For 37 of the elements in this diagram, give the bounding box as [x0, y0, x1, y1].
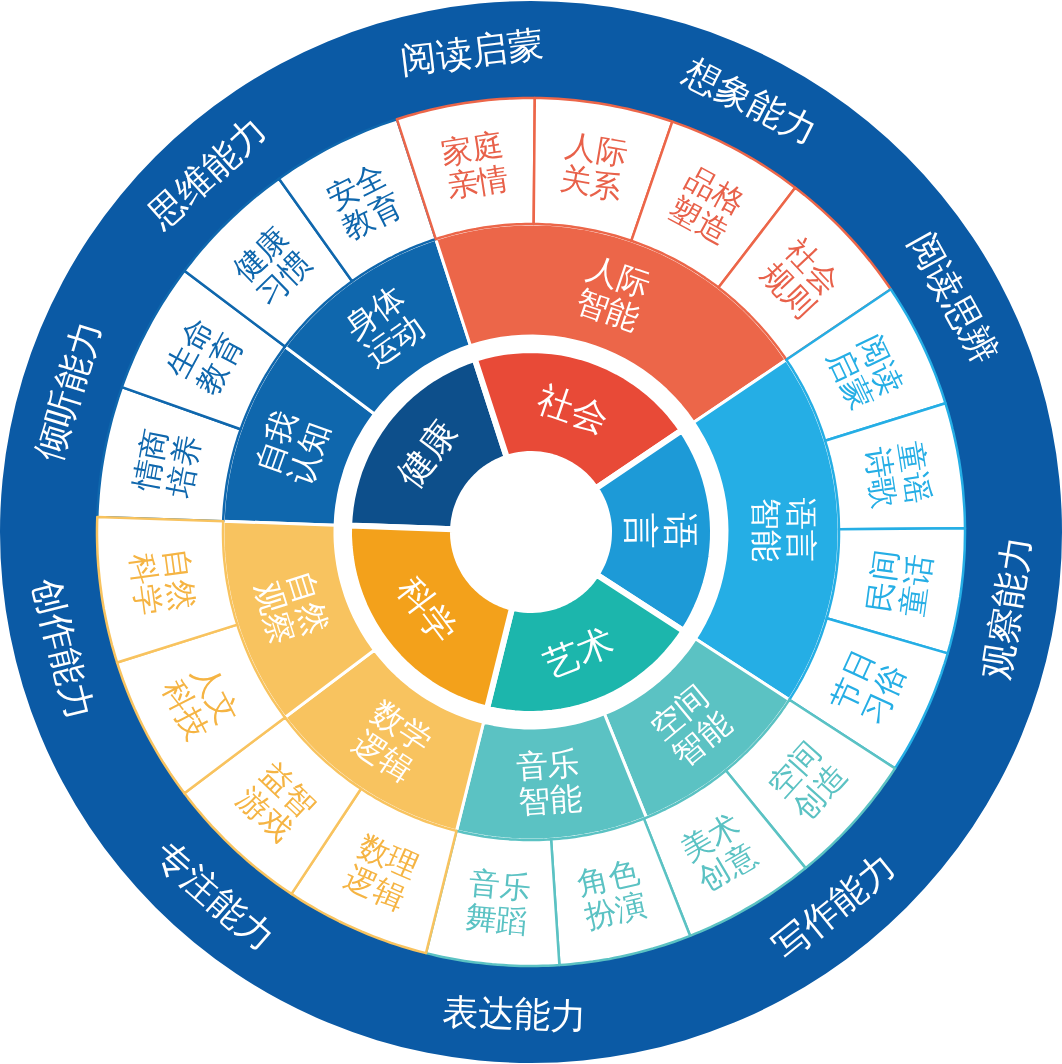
segment-label: 自然观察	[247, 565, 335, 650]
segment-label: 生命教育	[159, 312, 250, 401]
segment-label: 音乐智能	[513, 746, 584, 821]
segment-label: 身体运动	[337, 279, 432, 375]
segment-label: 科学	[389, 569, 465, 651]
segment-label: 品格塑造	[662, 160, 751, 251]
ability-label: 写作能力	[764, 844, 905, 970]
segment-label: 语言	[621, 511, 701, 552]
segment-label: 空间智能	[643, 678, 739, 775]
ability-label: 表达能力	[441, 989, 587, 1039]
segment-label: 人文科技	[156, 658, 247, 746]
segment-label: 艺术	[537, 621, 620, 685]
segment-label: 数学逻辑	[345, 694, 439, 790]
segment-label: 自然科学	[125, 545, 202, 619]
segment-label: 社会规则	[754, 231, 848, 325]
ability-label: 阅读启蒙	[397, 21, 547, 83]
ability-label: 创作能力	[25, 573, 102, 725]
segment-label: 益智游戏	[230, 755, 324, 849]
segment-label: 情商培养	[127, 425, 206, 501]
segment-label: 音乐舞蹈	[463, 864, 533, 939]
ability-label: 倾听能力	[26, 314, 110, 467]
segment-label: 家庭亲情	[437, 126, 512, 204]
segment-label: 数理逻辑	[338, 827, 425, 916]
segment-label: 自我认知	[249, 405, 338, 491]
segment-label: 健康习惯	[225, 219, 319, 313]
ability-label: 想象能力	[676, 48, 826, 154]
segment-label: 语言智能	[747, 496, 819, 563]
segment-label: 健康	[389, 413, 465, 495]
segment-label: 社会	[532, 378, 614, 440]
segment-label: 童谣诗歌	[858, 438, 937, 512]
segment-label: 安全教育	[320, 155, 408, 246]
ability-label: 观察能力	[974, 532, 1040, 683]
segment-label: 民间童话	[860, 546, 937, 619]
segment-label: 人际关系	[556, 127, 631, 206]
segment-label: 人际智能	[570, 249, 656, 338]
segment-label: 节日习俗	[824, 643, 913, 730]
segment-label: 角色扮演	[573, 853, 651, 935]
